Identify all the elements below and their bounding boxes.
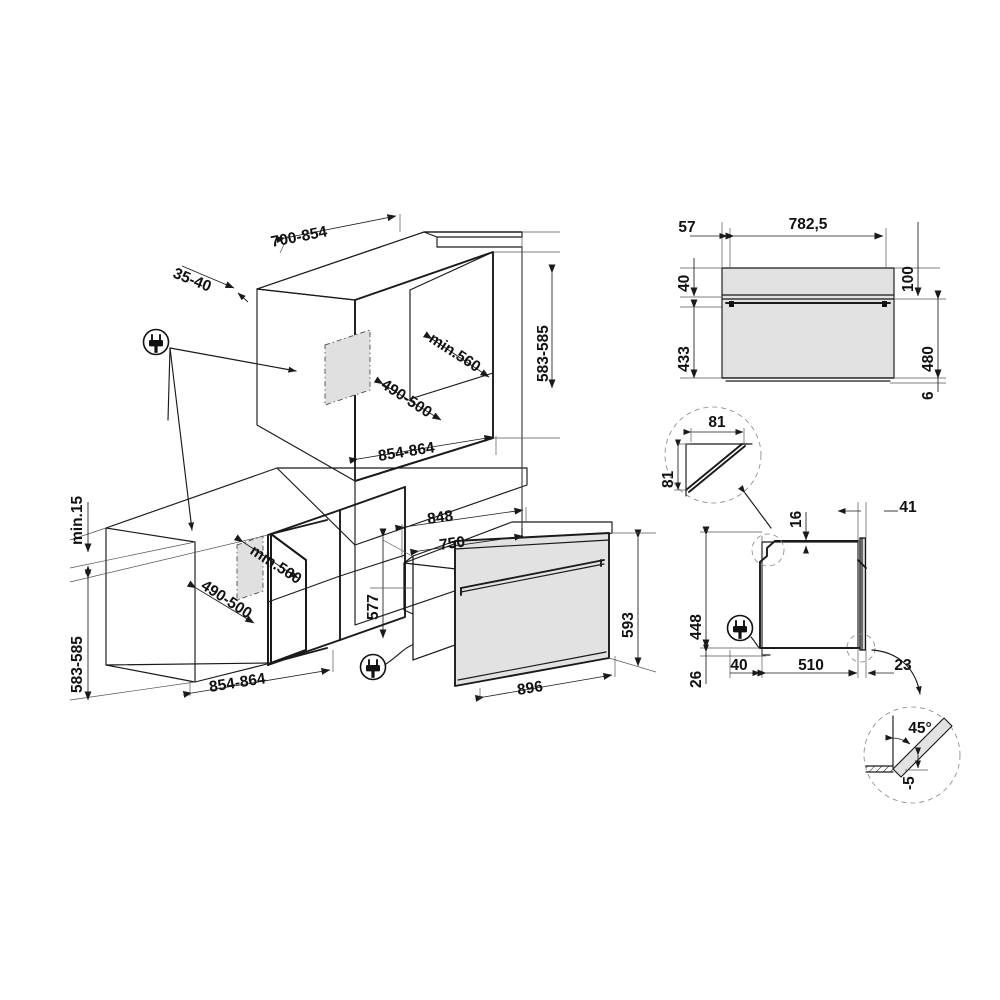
side-door-panel bbox=[859, 537, 867, 651]
side-detail-circle-bottom bbox=[846, 633, 876, 663]
oven-left-foot bbox=[403, 609, 414, 615]
dim-583-585-low-label: 583-585 bbox=[69, 636, 86, 693]
dim-583-585-up-label: 583-585 bbox=[535, 325, 552, 382]
dim-896-label: 896 bbox=[516, 678, 545, 699]
angle-arc bbox=[885, 734, 911, 745]
dim-490-500-low-line bbox=[186, 580, 255, 624]
dim-23-label: 23 bbox=[894, 657, 912, 674]
dim-896-line bbox=[474, 673, 613, 702]
dim-577-label: 577 bbox=[365, 594, 382, 620]
oven-handle-bar bbox=[460, 559, 605, 589]
power-plug-icon-side bbox=[726, 614, 754, 642]
front-handle-left-mount bbox=[729, 301, 734, 307]
lower-niche-mid-r bbox=[339, 554, 406, 577]
chamfer-bevel-line bbox=[685, 443, 743, 491]
dim-40-side-label: 40 bbox=[730, 657, 747, 674]
oven-front-panel-fill bbox=[455, 533, 609, 686]
lower-cabinet-bottom-left bbox=[105, 664, 196, 683]
dim-41-label: 41 bbox=[899, 499, 917, 516]
dim-min15-label: min.15 bbox=[69, 496, 86, 545]
dim-neg5-label: -5 bbox=[901, 776, 918, 790]
dim-593-label: 593 bbox=[620, 612, 637, 638]
dim-577-ext1 bbox=[382, 539, 413, 557]
dim-448-label: 448 bbox=[688, 614, 705, 640]
lower-ext-b bbox=[69, 541, 196, 569]
plug-leader-upper-2 bbox=[167, 347, 171, 421]
lower-cabinet-top-face bbox=[105, 467, 528, 546]
dim-35-40-line2 bbox=[237, 292, 249, 303]
oven-power-cord bbox=[385, 644, 413, 665]
lower-niche-mid bbox=[267, 575, 341, 603]
dim-26-label: 26 bbox=[688, 670, 705, 688]
dim-593-ext2 bbox=[608, 657, 657, 673]
dim-490-500-up-line bbox=[373, 376, 442, 421]
dim-700-854-ext1 bbox=[279, 235, 289, 254]
upper-cabinet-top-left-join bbox=[256, 288, 356, 301]
dim-min560-low-line bbox=[233, 534, 299, 579]
side-hinge-bracket bbox=[857, 559, 867, 569]
dim-700-854-line bbox=[275, 214, 397, 244]
dim-35-40-line bbox=[181, 265, 235, 289]
dim-45deg-label: 45° bbox=[908, 720, 931, 737]
oven-isometric-view: 848 750 577 593 896 bbox=[359, 237, 657, 702]
power-plug-icon-upper bbox=[142, 328, 170, 356]
side-power-cord bbox=[750, 636, 763, 649]
upper-socket-zone-outline bbox=[324, 329, 371, 406]
dim-16-label: 16 bbox=[788, 510, 805, 528]
side-detail-circle-top bbox=[751, 533, 785, 567]
dim-750-line bbox=[409, 533, 524, 556]
dim-min560-up-line bbox=[422, 331, 490, 378]
angle-door-fill bbox=[893, 718, 952, 777]
chamfer-leader bbox=[738, 485, 772, 529]
power-plug-icon-oven bbox=[359, 653, 387, 681]
door-angle-detail-circle bbox=[863, 706, 961, 804]
dim-433-label: 433 bbox=[676, 346, 693, 372]
upper-cabinet-notch-a bbox=[423, 231, 438, 238]
dim-848-label: 848 bbox=[426, 507, 454, 527]
chamfer-detail-view: 81 81 bbox=[660, 406, 772, 529]
plug-leader-upper-1 bbox=[169, 347, 297, 373]
chamfer-bevel-line2 bbox=[688, 445, 746, 493]
door-swing-arc bbox=[871, 649, 922, 695]
oven-side-top bbox=[403, 555, 414, 564]
angle-door-outline bbox=[892, 717, 953, 778]
dim-480-label: 480 bbox=[920, 346, 937, 372]
dim-81-v-label: 81 bbox=[660, 470, 677, 488]
dim-7825-label: 782,5 bbox=[789, 216, 828, 233]
side-section-view: 16 41 448 26 40 510 23 bbox=[688, 499, 922, 695]
lower-niche-front-bottom bbox=[267, 639, 341, 666]
oven-handle-bar-2 bbox=[460, 563, 605, 593]
dim-40-front-label: 40 bbox=[676, 275, 693, 292]
dim-510-label: 510 bbox=[798, 657, 824, 674]
lower-niche-back-top bbox=[339, 486, 406, 511]
lower-niche-front-top bbox=[267, 509, 341, 536]
dim-854-864-up-line bbox=[348, 434, 494, 464]
angle-floor-hatch bbox=[866, 766, 893, 772]
plug-leader-to-lower bbox=[169, 347, 195, 531]
front-elevation-view: 57 782,5 100 40 433 480 6 bbox=[676, 216, 946, 400]
upper-socket-zone-fill bbox=[325, 330, 370, 405]
upper-cabinet-niche-inner-top bbox=[409, 251, 494, 291]
dim-81-h-label: 81 bbox=[708, 414, 726, 431]
lower-cabinet-right-corner bbox=[276, 467, 356, 546]
upper-cabinet-left-face bbox=[256, 288, 356, 482]
dim-750-label: 750 bbox=[438, 534, 466, 554]
front-panel-fill bbox=[722, 268, 894, 378]
dim-854-864-low-line bbox=[182, 667, 331, 698]
chamfer-detail-circle bbox=[664, 406, 762, 504]
front-handle-right-mount bbox=[882, 301, 887, 307]
dim-6-label: 6 bbox=[920, 391, 937, 400]
dim-848-line bbox=[394, 507, 524, 532]
dim-100-label: 100 bbox=[900, 266, 917, 292]
dim-57-label: 57 bbox=[678, 219, 695, 236]
side-step-notch bbox=[759, 540, 776, 563]
door-angle-detail-view: -5 45° bbox=[863, 706, 961, 804]
lower-cabinet-top-join bbox=[105, 527, 196, 543]
